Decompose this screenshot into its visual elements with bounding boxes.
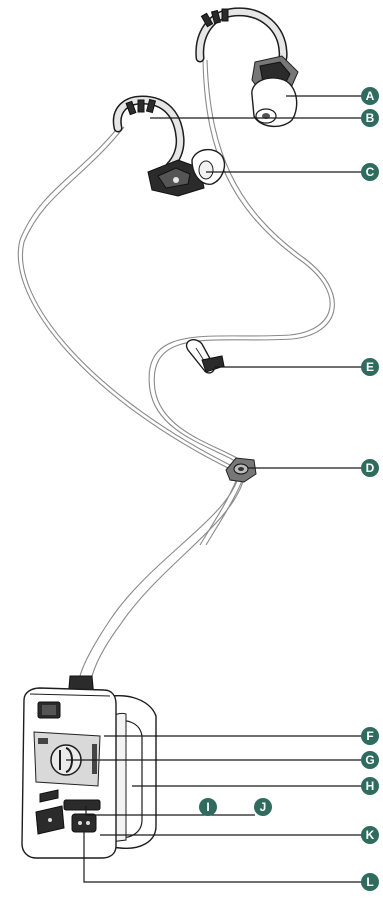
callout-g: G	[361, 751, 379, 769]
callout-e: E	[361, 358, 379, 376]
callout-l: L	[361, 873, 379, 891]
svg-text:A: A	[366, 89, 375, 103]
callout-a: A	[361, 87, 379, 105]
control-unit	[22, 676, 156, 858]
slot-right	[64, 800, 100, 810]
callout-d: D	[361, 459, 379, 477]
svg-text:G: G	[365, 753, 374, 767]
callout-j: J	[254, 798, 272, 816]
callout-markers: A B C D E F G H	[199, 87, 379, 891]
callout-b: B	[361, 109, 379, 127]
svg-text:L: L	[366, 875, 373, 889]
cable-junction	[226, 458, 256, 482]
main-cable	[78, 478, 238, 685]
svg-text:I: I	[206, 800, 209, 814]
bottom-button[interactable]	[72, 814, 96, 832]
shirt-clip	[187, 340, 224, 373]
callout-f: F	[361, 727, 379, 745]
callout-k: K	[361, 826, 379, 844]
svg-text:B: B	[366, 111, 375, 125]
callout-h: H	[361, 777, 379, 795]
svg-text:D: D	[366, 461, 375, 475]
svg-text:J: J	[260, 800, 267, 814]
svg-text:K: K	[366, 828, 375, 842]
svg-text:H: H	[366, 779, 375, 793]
svg-text:C: C	[366, 165, 375, 179]
callout-c: C	[361, 163, 379, 181]
right-earpiece	[200, 9, 298, 126]
svg-text:E: E	[366, 360, 374, 374]
callout-i: I	[199, 798, 217, 816]
svg-text:F: F	[366, 729, 373, 743]
